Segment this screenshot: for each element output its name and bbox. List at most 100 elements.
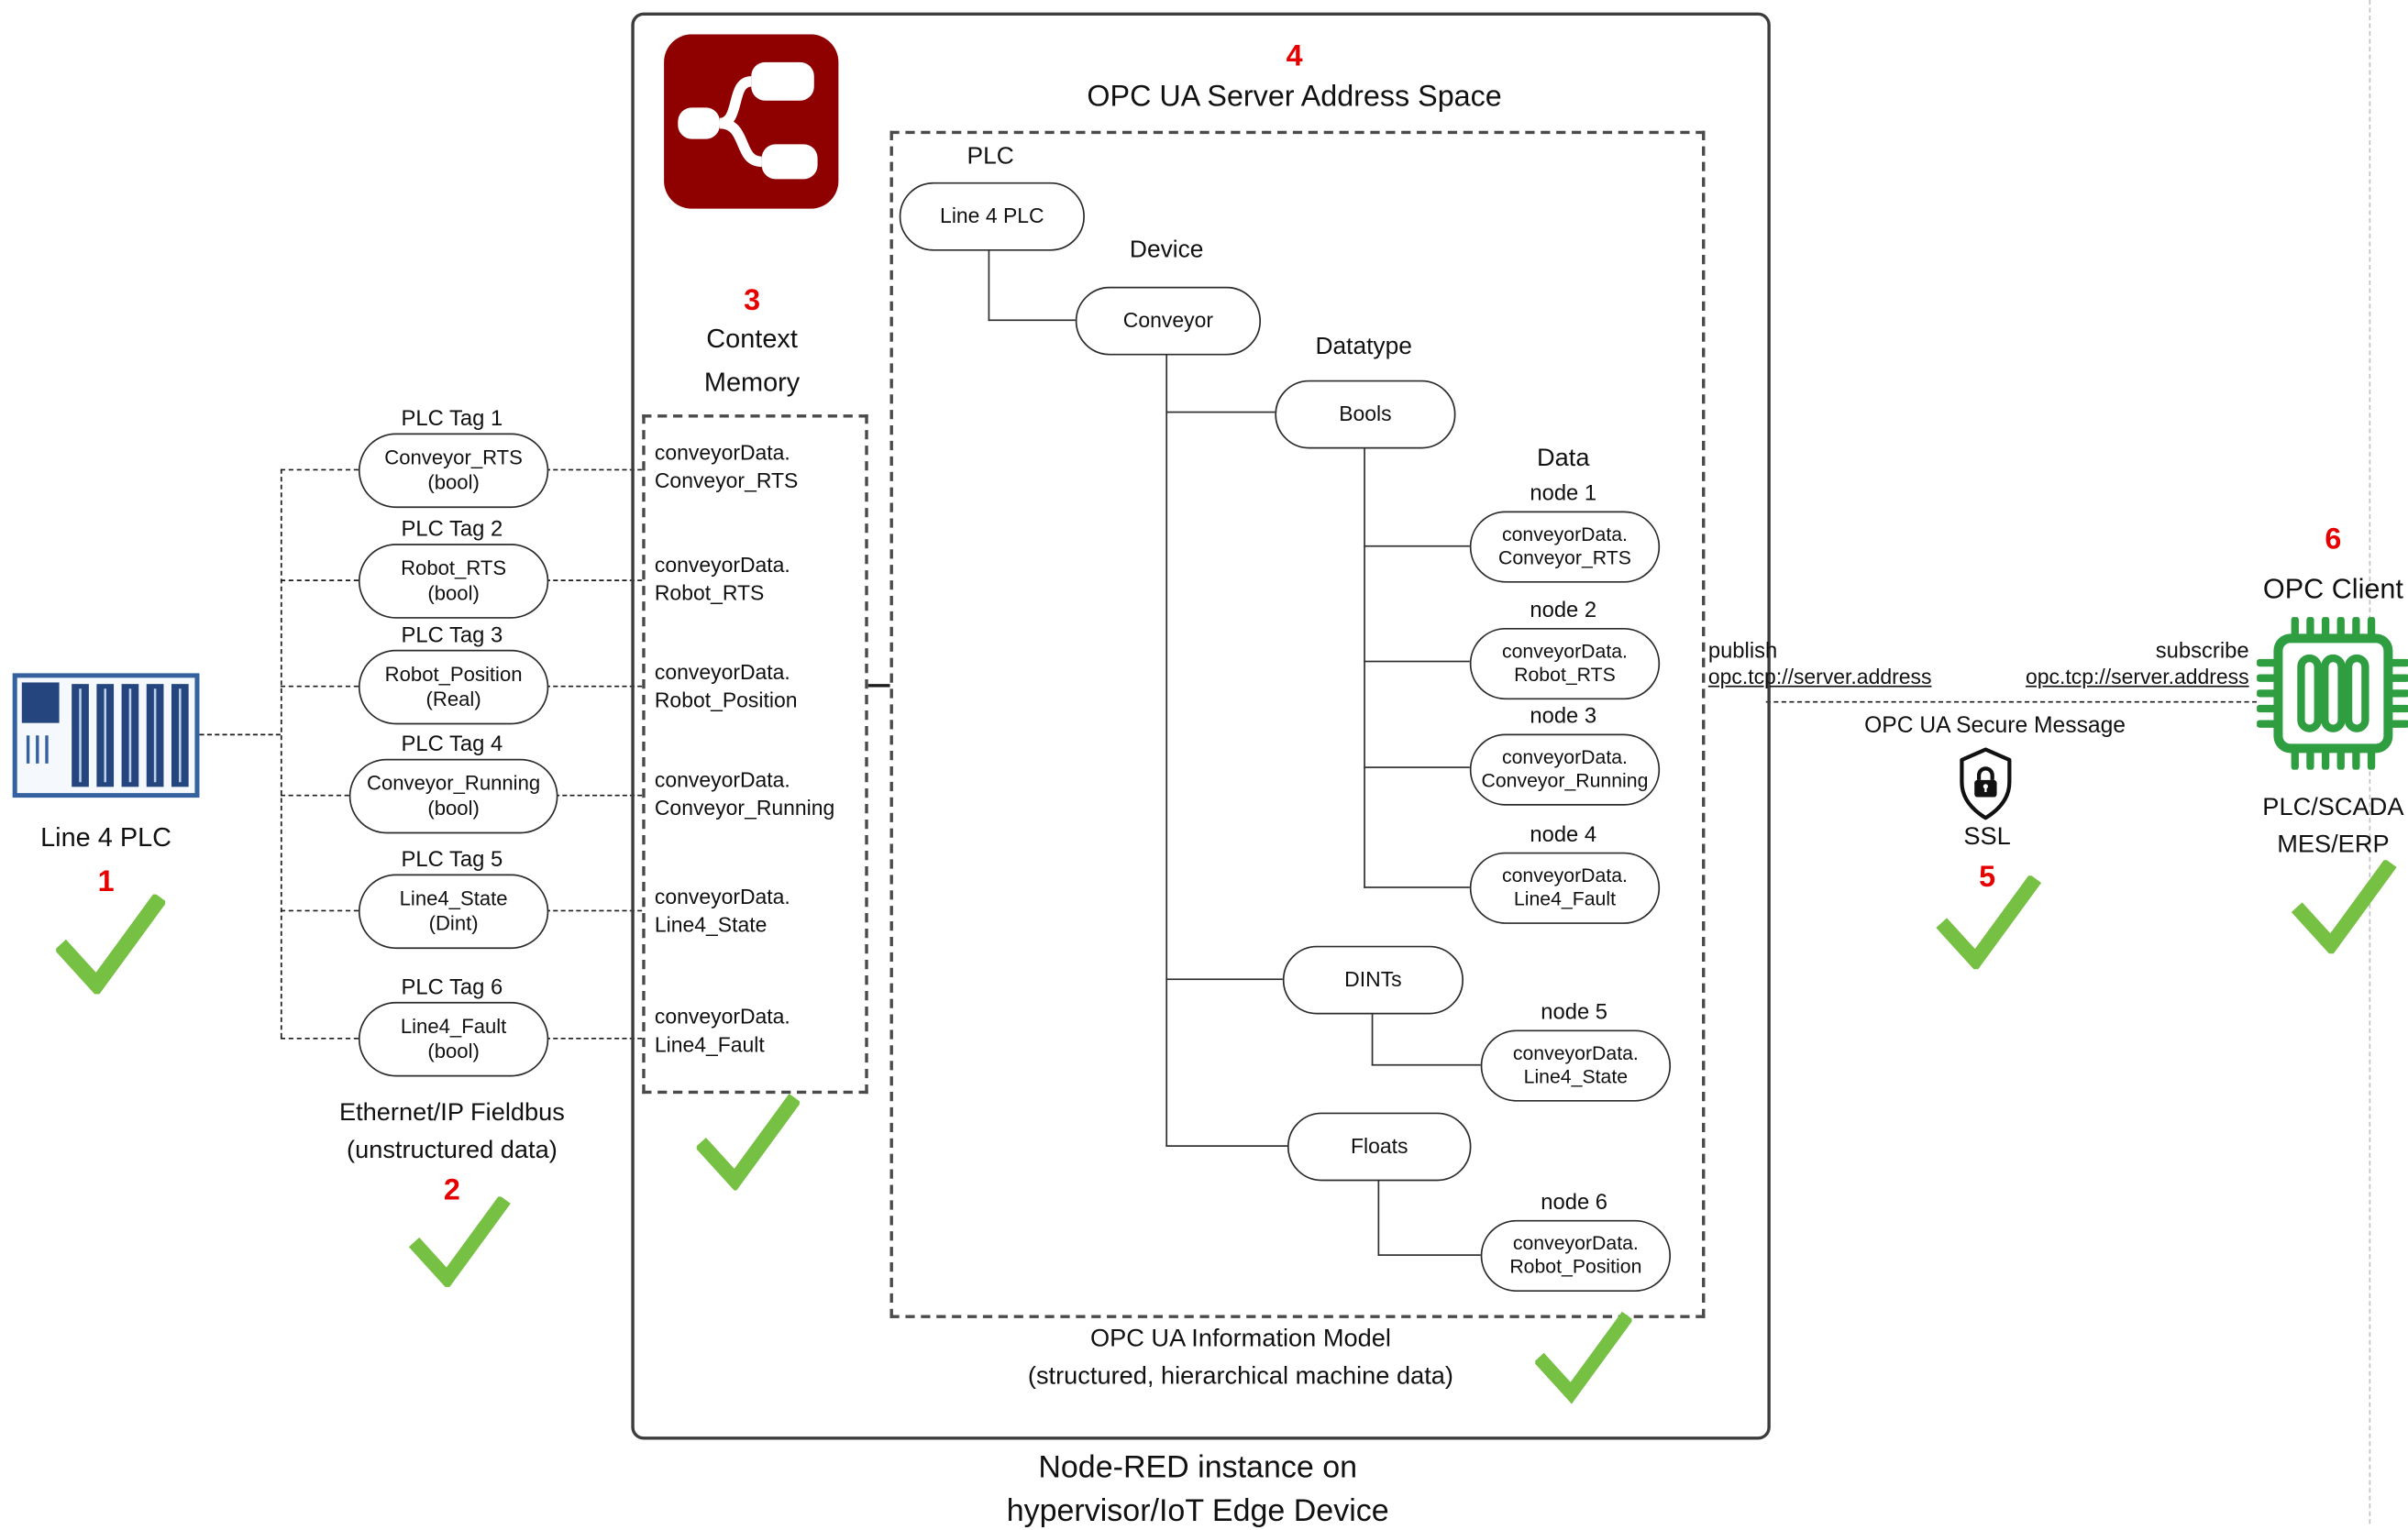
connector-line (280, 468, 359, 471)
plc-tag-6: Line4_Fault (bool) (358, 1001, 549, 1077)
node1-line2: Conveyor_RTS (1498, 546, 1631, 569)
context-memory-title-line2: Memory (703, 368, 801, 398)
tree-connector (1364, 446, 1365, 888)
tree-connector (1371, 1063, 1481, 1066)
connector-bus-line (280, 468, 282, 1038)
connector-line (545, 579, 643, 581)
step-4-marker: 4 (1286, 40, 1303, 73)
node6-line1: conveyorData. (1512, 1232, 1639, 1254)
tree-node-floats: Floats (1287, 1112, 1472, 1182)
tree-connector (1165, 411, 1276, 413)
plc-tag-4-label: PLC Tag 4 (401, 731, 503, 756)
context-item-6: conveyorData. Line4_Fault (655, 1004, 857, 1059)
connector-line (280, 1037, 359, 1040)
tree-connector (1165, 978, 1283, 981)
context-item-5-line2: Line4_State (654, 912, 768, 936)
node5-line2: Line4_State (1523, 1065, 1629, 1088)
checkmark-icon (2291, 860, 2397, 954)
context-item-3: conveyorData. Robot_Position (655, 659, 857, 714)
nodered-icon (664, 34, 839, 209)
tree-connector (1377, 1177, 1380, 1256)
tree-node-label-node5: node 5 (1541, 998, 1608, 1024)
tree-node-node2: conveyorData. Robot_RTS (1469, 627, 1661, 700)
connector-line (545, 909, 643, 912)
context-item-2: conveyorData. Robot_RTS (655, 552, 857, 607)
plc-tag-5-type: (Dint) (428, 911, 479, 935)
connector-line (545, 1037, 643, 1040)
plc-tag-5: Line4_State (Dint) (358, 874, 549, 950)
publish-address-link[interactable]: opc.tcp://server.address (1707, 665, 1932, 689)
tree-connector (1165, 352, 1168, 1147)
tree-node-node4: conveyorData. Line4_Fault (1469, 852, 1661, 924)
step-3-marker: 3 (744, 285, 761, 318)
plc-tag-6-label: PLC Tag 6 (401, 974, 503, 999)
plc-tag-4-type: (bool) (427, 796, 480, 820)
tree-node-label-node6: node 6 (1541, 1188, 1608, 1215)
checkmark-icon (56, 894, 166, 995)
ssl-badge-icon (1960, 747, 2012, 820)
context-item-4-line2: Conveyor_Running (654, 795, 835, 820)
plc-tag-1-label: PLC Tag 1 (401, 404, 503, 431)
tree-connector (988, 319, 1076, 322)
nodered-caption-line1: Node-RED instance on (1038, 1450, 1358, 1485)
address-space-title: OPC UA Server Address Space (1087, 81, 1502, 115)
step-1-marker: 1 (97, 866, 115, 899)
ssl-label: SSL (1963, 824, 2011, 852)
connector-line (861, 684, 890, 688)
tree-connector (1364, 766, 1470, 768)
subscribe-label: subscribe (2155, 637, 2249, 663)
tree-connector (1377, 1254, 1481, 1256)
plc-tag-2-label: PLC Tag 2 (401, 515, 503, 541)
node5-line1: conveyorData. (1512, 1041, 1639, 1064)
plc-tag-5-name: Line4_State (399, 886, 508, 910)
connector-line (280, 909, 359, 912)
plc-tag-3: Robot_Position (Real) (358, 649, 549, 725)
publish-label: publish (1707, 637, 1778, 663)
client-caption-line2: MES/ERP (2277, 831, 2390, 859)
plc-tag-3-label: PLC Tag 3 (401, 622, 503, 647)
context-item-1: conveyorData. Conveyor_RTS (655, 439, 857, 494)
tree-node-dints-label: DINTs (1344, 967, 1402, 991)
tree-connector (1364, 660, 1470, 663)
plc-tag-2-name: Robot_RTS (401, 556, 507, 580)
context-item-4-line1: conveyorData. (654, 767, 790, 792)
context-memory-box (642, 414, 868, 1095)
info-model-caption-line2: (structured, hierarchical machine data) (1027, 1363, 1453, 1391)
info-model-caption-line1: OPC UA Information Model (1089, 1326, 1391, 1353)
tree-connector (988, 248, 990, 322)
context-item-4: conveyorData. Conveyor_Running (655, 766, 857, 821)
context-item-2-line2: Robot_RTS (654, 580, 765, 604)
node6-line2: Robot_Position (1509, 1255, 1642, 1278)
client-caption-line1: PLC/SCADA (2262, 794, 2404, 821)
context-item-5-line1: conveyorData. (654, 885, 790, 908)
nodered-caption-line2: hypervisor/IoT Edge Device (1006, 1493, 1389, 1529)
tree-node-conveyor-label: Conveyor (1122, 308, 1214, 332)
tree-node-bools-label: Bools (1339, 402, 1392, 425)
context-item-2-line1: conveyorData. (654, 553, 790, 577)
connector-line (545, 468, 643, 471)
node4-line2: Line4_Fault (1513, 887, 1616, 910)
cpu-chip-icon (2257, 617, 2408, 770)
fieldbus-caption-line2: (unstructured data) (347, 1137, 558, 1164)
plc-tag-1-type: (bool) (427, 470, 480, 494)
plc-tag-3-name: Robot_Position (384, 662, 523, 687)
node3-line2: Conveyor_Running (1481, 769, 1649, 792)
plc-tag-6-type: (bool) (427, 1039, 480, 1063)
subscribe-address-link[interactable]: opc.tcp://server.address (2026, 665, 2249, 689)
opc-client-title: OPC Client (2262, 573, 2403, 605)
group-label-plc: PLC (967, 143, 1014, 171)
fieldbus-caption-line1: Ethernet/IP Fieldbus (338, 1099, 565, 1127)
checkmark-icon (1936, 875, 2042, 970)
context-item-1-line1: conveyorData. (654, 441, 790, 465)
nodered-instance-box (631, 12, 1771, 1440)
context-item-6-line2: Line4_Fault (654, 1032, 765, 1056)
tree-node-label-node4: node 4 (1530, 820, 1597, 846)
tree-connector (1371, 1011, 1374, 1066)
tree-node-floats-label: Floats (1350, 1133, 1408, 1158)
plc-label: Line 4 PLC (40, 822, 172, 853)
tree-node-bools: Bools (1275, 380, 1456, 449)
checkmark-icon (408, 1196, 511, 1287)
connector-line (280, 579, 359, 581)
context-item-6-line1: conveyorData. (654, 1005, 790, 1029)
